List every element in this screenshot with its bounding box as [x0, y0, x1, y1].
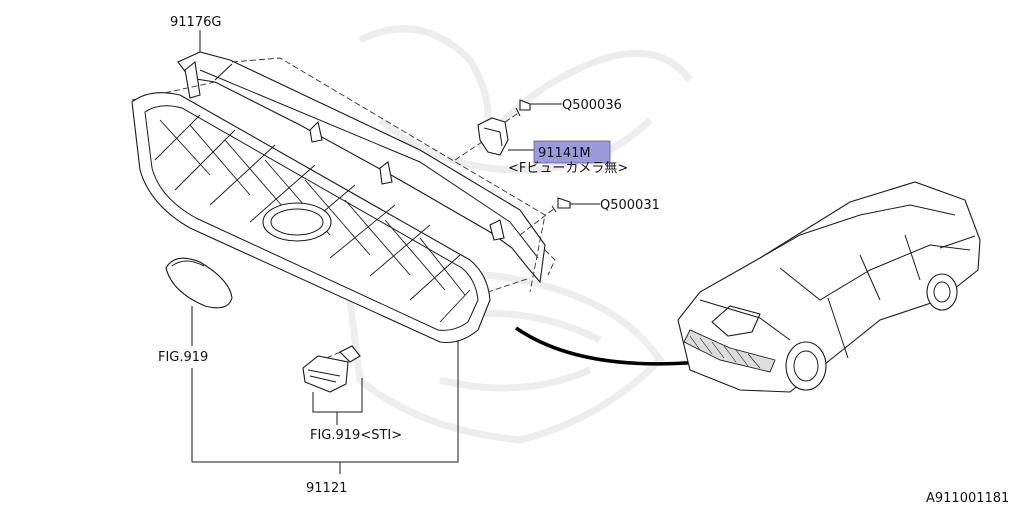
sti-part — [302, 345, 361, 393]
upper-bracket-part — [177, 51, 546, 284]
label-q500036: Q500036 — [562, 98, 622, 113]
label-fig919-sti: FIG.919<STI> — [310, 428, 402, 443]
bolt-q500031 — [551, 197, 571, 213]
camera-bracket-part — [477, 117, 509, 156]
diagram-id: A911001181 — [926, 491, 1009, 506]
label-91176g: 91176G — [170, 15, 221, 30]
callout-curve — [515, 326, 701, 366]
label-camera-note: <Fビューカメラ無> — [508, 161, 628, 176]
emblem-part — [165, 257, 233, 309]
highlight-91141m — [533, 140, 611, 164]
label-q500031: Q500031 — [600, 198, 660, 213]
grille-mesh — [154, 114, 471, 323]
assembly-bracket-line — [191, 340, 459, 463]
bolt-q500036 — [515, 99, 531, 117]
grille-part — [131, 92, 491, 344]
label-fig919: FIG.919 — [158, 350, 208, 365]
label-91141m: 91141M — [538, 146, 591, 161]
car-illustration — [677, 181, 981, 393]
label-91121: 91121 — [306, 481, 347, 496]
